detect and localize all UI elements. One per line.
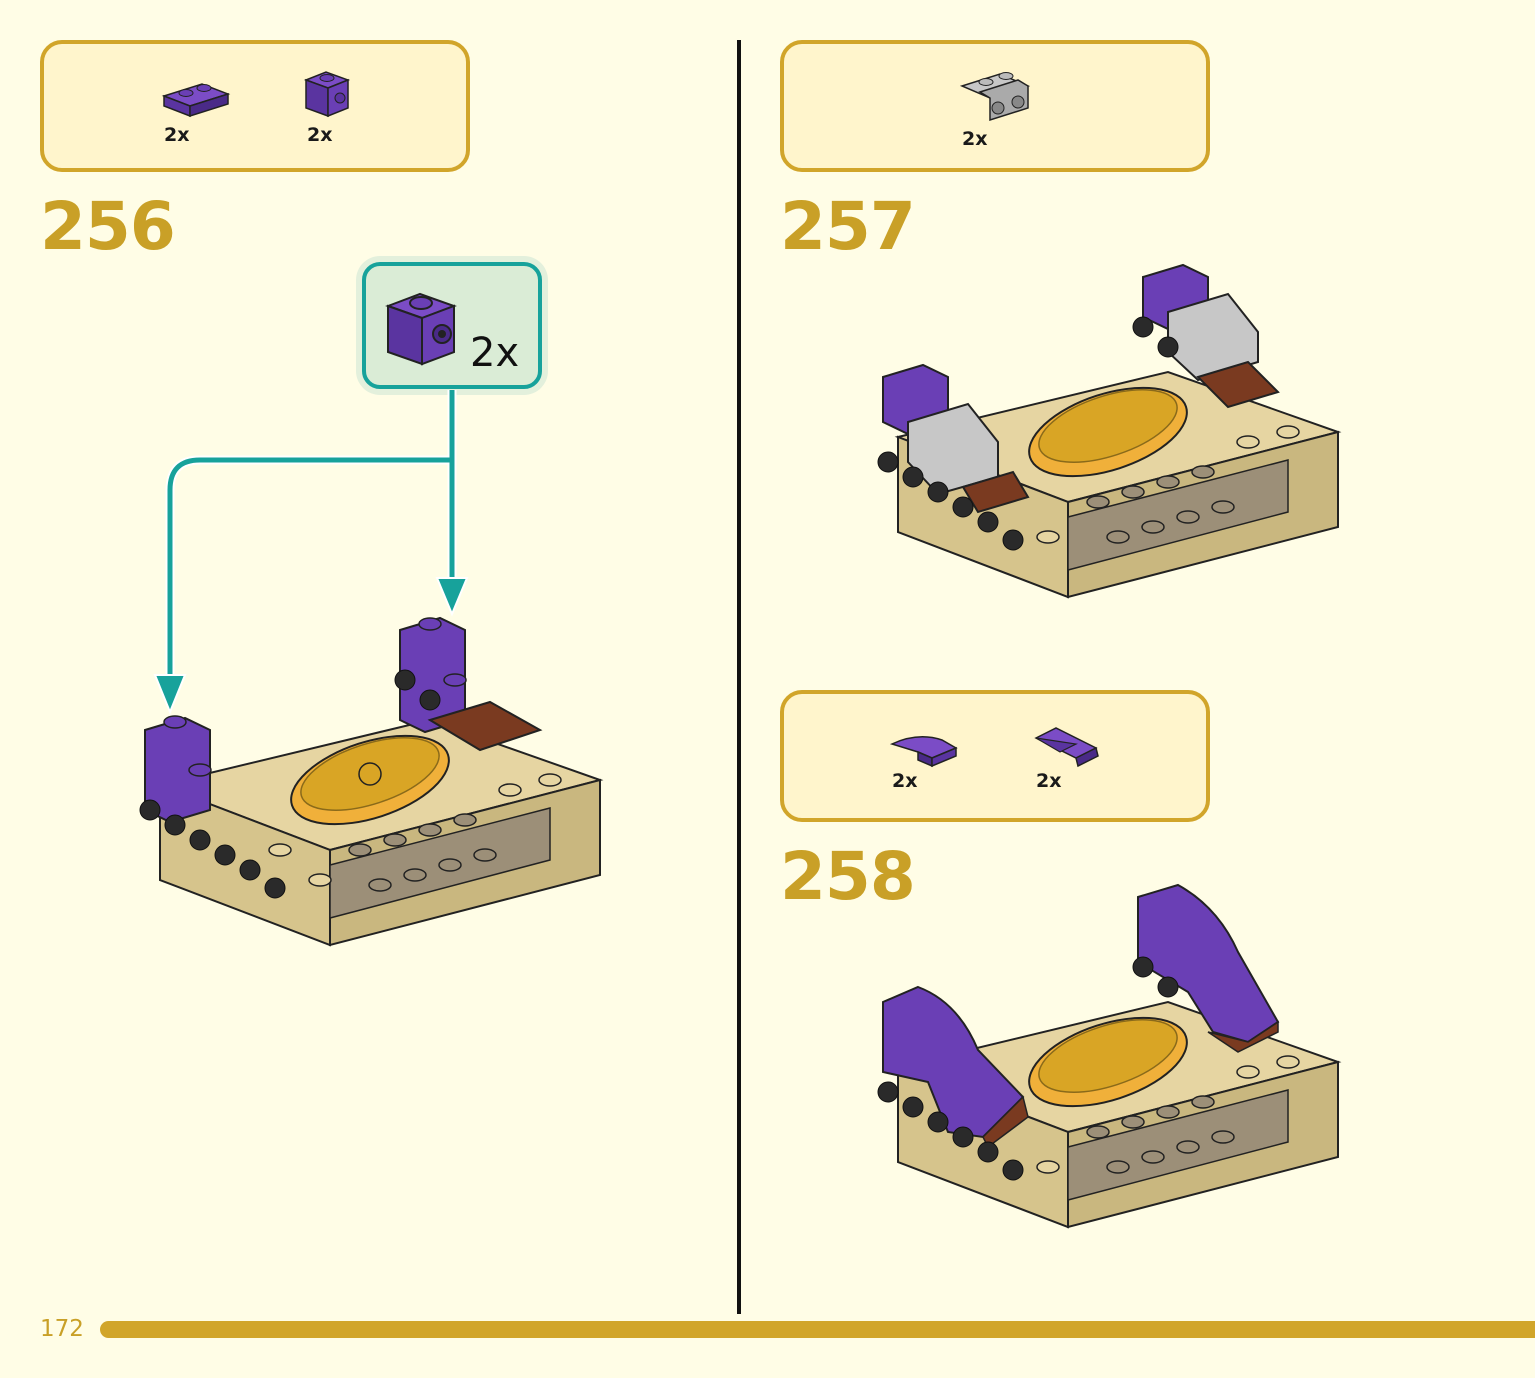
- parts-box-step-256: [40, 40, 470, 172]
- purple-brick-stud-side-icon: [303, 71, 351, 118]
- part-qty: 2x: [307, 124, 333, 146]
- part-qty: 2x: [962, 128, 988, 150]
- parts-box-step-258: [780, 690, 1210, 822]
- page-number: 172: [40, 1316, 84, 1342]
- placement-arrows: [153, 390, 469, 715]
- model-step-258: [877, 883, 1342, 1229]
- step-number-256: 256: [40, 188, 176, 265]
- column-divider: [737, 40, 741, 1314]
- progress-bar: [100, 1321, 1535, 1338]
- step-number-257: 257: [780, 188, 916, 265]
- purple-curved-slope-icon: [889, 736, 958, 768]
- purple-brick-stud-side-icon: [385, 292, 457, 366]
- model-step-256: [139, 616, 604, 947]
- part-qty: 2x: [892, 770, 918, 792]
- callout-qty: 2x: [470, 330, 520, 376]
- purple-plate-1x2-icon: [161, 83, 231, 118]
- part-qty: 2x: [164, 124, 190, 146]
- purple-wedge-icon: [1034, 727, 1099, 768]
- model-step-257: [877, 263, 1342, 599]
- step-number-258: 258: [780, 838, 916, 915]
- part-qty: 2x: [1036, 770, 1062, 792]
- grey-bracket-icon: [959, 72, 1031, 122]
